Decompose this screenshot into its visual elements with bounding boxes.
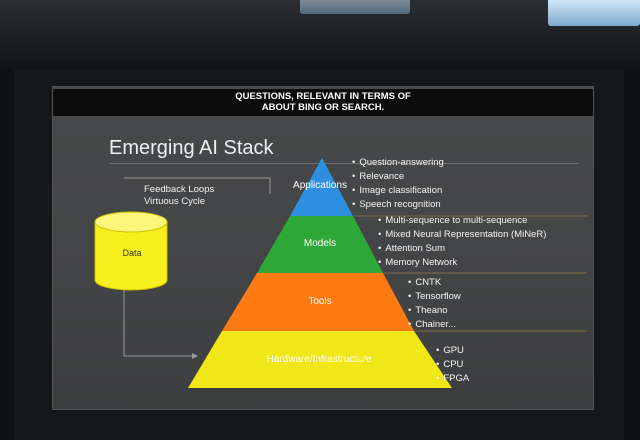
models-list: Multi-sequence to multi-sequence Mixed N… (378, 214, 546, 270)
list-item: Question-answering (352, 156, 444, 170)
list-item: Memory Network (378, 256, 546, 270)
feedback-line-1: Feedback Loops (144, 184, 215, 195)
pyramid-layer-models (257, 216, 383, 273)
tools-list: CNTK Tensorflow Theano Chainer... (408, 276, 461, 332)
title-divider (109, 163, 579, 164)
ceiling (0, 0, 640, 70)
layer-label-models: Models (303, 238, 337, 249)
pyramid-layer-hardware (188, 331, 452, 388)
pyramid-layer-tools (222, 273, 414, 331)
list-item: GPU (436, 344, 469, 358)
hardware-list: GPU CPU FPGA (436, 344, 469, 386)
caption-line-1: QUESTIONS, RELEVANT IN TERMS OF (235, 91, 411, 102)
ceiling-light (300, 0, 410, 14)
layer-label-hardware: Hardware/Infrastructure (266, 354, 372, 365)
stack-diagram (94, 158, 587, 388)
list-item: CPU (436, 358, 469, 372)
feedback-line-2: Virtuous Cycle (144, 196, 206, 207)
slide-title: Emerging AI Stack (109, 137, 274, 159)
list-item: Relevance (352, 170, 444, 184)
data-label: Data (122, 248, 142, 258)
list-item: Multi-sequence to multi-sequence (378, 214, 546, 228)
ceiling-light (548, 0, 640, 26)
list-item: Attention Sum (378, 242, 546, 256)
feedback-label: Feedback Loops Virtuous Cycle (144, 184, 214, 208)
list-item: Tensorflow (408, 290, 460, 304)
list-item: Speech recognition (352, 198, 444, 212)
list-item: Theano (408, 304, 461, 318)
data-cylinder (94, 211, 168, 291)
layer-label-tools: Tools (308, 296, 332, 307)
list-item: Chainer... (408, 318, 461, 332)
list-item: Mixed Neural Representation (MiNeR) (378, 228, 546, 242)
live-caption: QUESTIONS, RELEVANT IN TERMS OF ABOUT BI… (53, 89, 593, 116)
layer-label-applications: Applications (293, 180, 347, 191)
caption-line-2: ABOUT BING OR SEARCH. (261, 102, 385, 113)
list-item: FPGA (436, 372, 469, 386)
applications-list: Question-answering Relevance Image class… (352, 156, 444, 212)
pyramid-layer-applications (290, 158, 353, 216)
list-item: CNTK (408, 276, 461, 290)
list-item: Image classification (352, 184, 444, 198)
